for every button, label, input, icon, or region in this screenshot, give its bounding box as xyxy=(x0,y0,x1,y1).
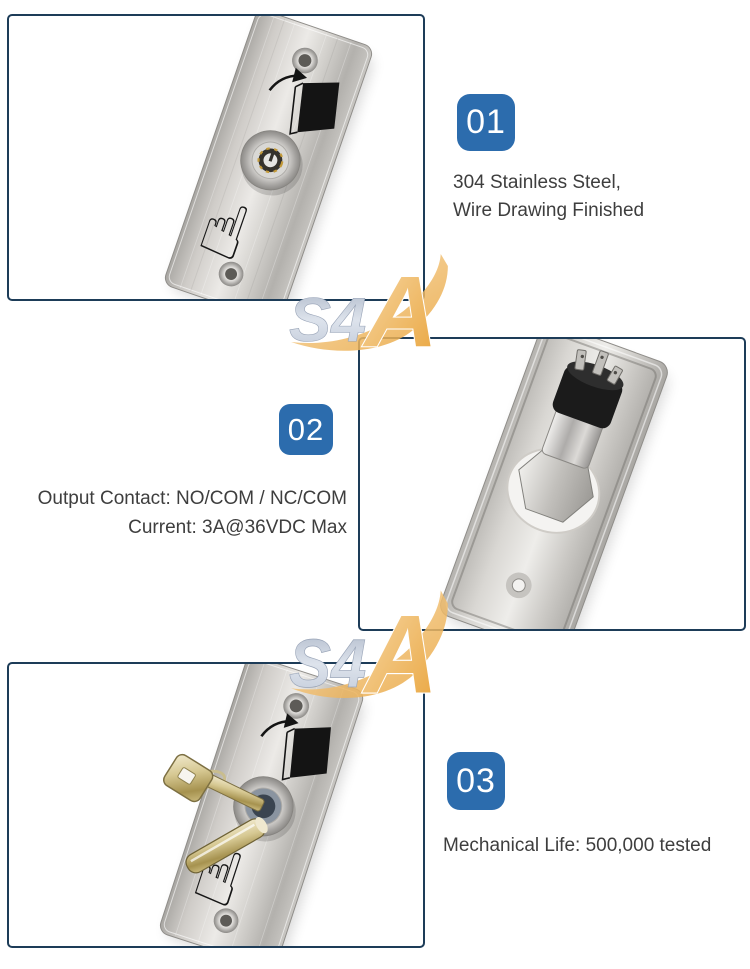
feature-3-line-1: Mechanical Life: 500,000 tested xyxy=(443,835,712,856)
feature-1-line-2: Wire Drawing Finished xyxy=(453,200,645,221)
exit-button-keys-illustration: ☝ xyxy=(159,664,364,946)
screw-hole-bottom xyxy=(505,572,532,599)
feature-2-line-2: Current: 3A@36VDC Max xyxy=(128,517,347,538)
feature-2-line-1: Output Contact: NO/COM / NC/COM xyxy=(37,488,347,509)
screw-hole-top xyxy=(283,693,310,719)
feature-number-badge-1: 01 xyxy=(457,94,515,151)
product-photo-back xyxy=(358,337,746,631)
product-photo-with-keys: ☝ xyxy=(7,662,425,948)
feature-caption-1: 304 Stainless Steel, Wire Drawing Finish… xyxy=(453,169,644,225)
steel-plate-back xyxy=(440,339,668,629)
feature-number-badge-3: 03 xyxy=(447,752,505,810)
door-open-icon xyxy=(260,713,331,781)
keys-in-switch xyxy=(163,753,268,874)
steel-plate: ☝ xyxy=(164,16,373,299)
feature-caption-2: Output Contact: NO/COM / NC/COM Current:… xyxy=(38,484,347,542)
exit-button-back-illustration xyxy=(440,339,668,629)
screw-hole-bottom xyxy=(218,261,244,287)
switch-body-assembly xyxy=(506,349,624,534)
key-switch xyxy=(240,130,303,196)
solder-terminals xyxy=(574,349,623,385)
screw-hole-top xyxy=(292,47,318,74)
steel-plate: ☝ xyxy=(159,664,364,946)
inserted-key-bow xyxy=(163,753,214,803)
hanging-key-barrel xyxy=(185,817,268,874)
product-photo-front: ☝ xyxy=(7,14,425,301)
feature-1-line-1: 304 Stainless Steel, xyxy=(453,172,621,193)
feature-number-badge-2: 02 xyxy=(279,404,333,455)
exit-button-front-illustration: ☝ xyxy=(164,16,373,299)
screw-hole-bottom xyxy=(213,908,239,934)
feature-caption-3: Mechanical Life: 500,000 tested xyxy=(443,832,711,860)
door-open-icon xyxy=(268,67,340,135)
